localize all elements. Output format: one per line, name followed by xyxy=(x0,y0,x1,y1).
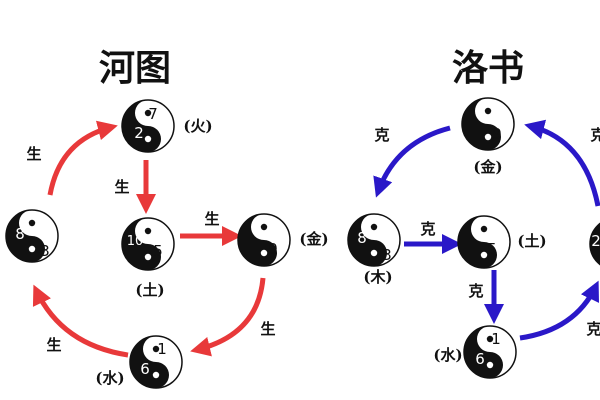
yin-yang-icon xyxy=(461,97,515,151)
light-number: 3 xyxy=(382,246,392,264)
light-number: 1 xyxy=(157,340,167,358)
yin-yang-icon xyxy=(121,99,175,153)
luoshu-relation-label: 克 xyxy=(586,320,600,338)
dark-number: 10 xyxy=(127,234,144,249)
luoshu-relation-label: 克 xyxy=(374,126,389,144)
yin-yang-icon xyxy=(589,222,600,266)
yin-yang-icon xyxy=(129,335,183,389)
yin-yang-icon xyxy=(237,213,291,267)
dark-number: 8 xyxy=(15,225,25,243)
yin-yang-icon xyxy=(121,217,175,271)
light-number: 5 xyxy=(153,242,163,260)
yin-yang-icon xyxy=(463,325,517,379)
light-number: 9 xyxy=(492,125,502,143)
hetu-arrow-right-to-bottom xyxy=(190,277,266,357)
hetu-relation-label: 生 xyxy=(204,210,219,228)
hetu-node-wood: 8 3 xyxy=(5,209,59,263)
luoshu-arrow-top-to-left xyxy=(373,125,451,198)
dark-number: 2 xyxy=(134,124,144,142)
luoshu-title: 洛书 xyxy=(452,47,524,89)
luoshu-node-water: 6 1 xyxy=(463,325,517,379)
luoshu-node-fire: 2 xyxy=(589,222,600,266)
luoshu-node-metal: 4 9 xyxy=(461,97,515,151)
hetu-title: 河图 xyxy=(99,47,171,89)
hetu-arrows xyxy=(32,120,266,358)
luoshu-element-earth: (土) xyxy=(517,232,546,250)
hetu-relation-label: 生 xyxy=(114,178,129,196)
hetu-arrow-left-to-top xyxy=(47,120,118,196)
dark-number: 4 xyxy=(475,104,485,122)
light-number: 9 xyxy=(268,240,278,258)
luoshu-relation-label: 克 xyxy=(420,220,435,238)
hetu-relation-label: 生 xyxy=(46,336,61,354)
yin-yang-icon xyxy=(457,215,511,269)
light-number: 7 xyxy=(148,105,158,123)
hetu-relation-label: 生 xyxy=(26,145,41,163)
luoshu-arrow-bottom-to-right xyxy=(519,280,599,341)
hetu-element-fire: (火) xyxy=(183,117,212,135)
dark-number: 4 xyxy=(251,220,261,238)
hetu-element-metal: (金) xyxy=(299,230,328,248)
hetu-element-water: (水) xyxy=(95,369,124,387)
hetu-arrow-bottom-to-left xyxy=(32,284,129,358)
luoshu-relation-label: 克 xyxy=(468,282,483,300)
dark-number: 2 xyxy=(591,232,600,250)
hetu-relation-label: 生 xyxy=(260,320,275,338)
hetu-diagram: 河图 生 生 生 生 生 xyxy=(5,47,329,389)
luoshu-node-earth: 5 xyxy=(457,215,511,269)
dark-number: 8 xyxy=(357,229,367,247)
dark-number: 6 xyxy=(475,350,485,368)
luoshu-node-wood: 8 3 xyxy=(347,213,401,267)
luoshu-relation-label: 克 xyxy=(590,126,600,144)
luoshu-arrow-right-to-top xyxy=(524,119,600,207)
hetu-node-earth: 10 5 xyxy=(121,217,175,271)
yin-yang-icon xyxy=(5,209,59,263)
luoshu-element-metal: (金) xyxy=(473,158,502,176)
luoshu-arrows xyxy=(373,119,600,341)
light-number: 3 xyxy=(40,242,50,260)
light-number: 5 xyxy=(487,240,497,258)
hetu-element-earth: (土) xyxy=(135,281,164,299)
light-number: 1 xyxy=(491,330,501,348)
luoshu-element-wood: (木) xyxy=(363,268,392,286)
luoshu-diagram: 洛书 克 克 克 克 克 xyxy=(347,47,600,379)
hetu-node-water: 6 1 xyxy=(129,335,183,389)
hetu-node-metal: 4 9 xyxy=(237,213,291,267)
dark-number: 6 xyxy=(140,360,150,378)
hetu-node-fire: 2 7 xyxy=(121,99,175,153)
luoshu-element-water: (水) xyxy=(433,346,462,364)
yin-yang-icon xyxy=(347,213,401,267)
